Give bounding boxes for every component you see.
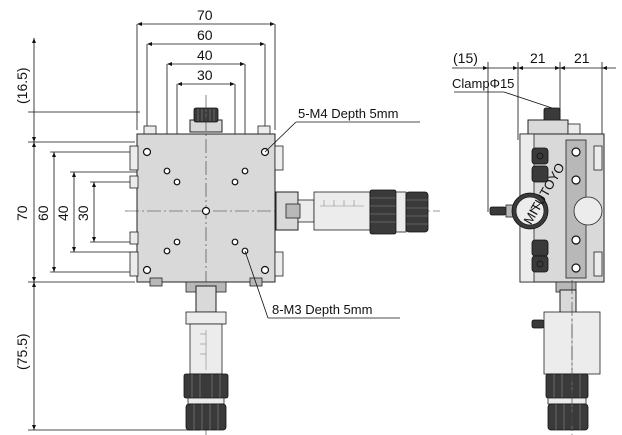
front-view: 70 60 40 30 (16.5) 70 [14, 7, 440, 435]
stage-body [125, 95, 440, 435]
dim-side-offset: (15) [453, 50, 478, 66]
dim-side-21-right: 21 [574, 50, 590, 66]
note-m4-holes: 5-M4 Depth 5mm [298, 106, 398, 121]
side-dimensions: (15) 21 21 [452, 50, 616, 212]
m4-holes [142, 147, 270, 275]
front-annotations: 5-M4 Depth 5mm 8-M3 Depth 5mm [244, 106, 420, 319]
dim-height-60: 60 [35, 205, 51, 221]
width-dimensions: 70 60 40 30 [136, 7, 276, 150]
dim-width-60: 60 [197, 27, 213, 43]
dim-height-30: 30 [75, 205, 91, 221]
side-view: (15) 21 21 [452, 50, 616, 435]
dim-width-40: 40 [197, 47, 213, 63]
dim-height-40: 40 [55, 205, 71, 221]
note-clamp: ClampΦ15 [452, 76, 514, 91]
top-clamp-knob [143, 107, 271, 137]
bottom-micrometer [183, 281, 229, 431]
dim-top-offset: (16.5) [14, 67, 30, 104]
m3-holes [163, 167, 249, 255]
side-clamp [527, 107, 581, 135]
dim-bottom-offset: (75.5) [14, 333, 30, 370]
side-annotations: ClampΦ15 [452, 76, 553, 109]
dim-width-30: 30 [197, 67, 213, 83]
height-dimensions: (16.5) 70 60 40 30 (75.5) [14, 38, 200, 431]
dim-width-70: 70 [197, 7, 213, 23]
dim-height-70: 70 [14, 205, 30, 221]
note-m3-holes: 8-M3 Depth 5mm [272, 302, 372, 317]
right-micrometer [275, 189, 429, 235]
side-drive [531, 280, 601, 435]
dim-side-21-left: 21 [530, 50, 546, 66]
